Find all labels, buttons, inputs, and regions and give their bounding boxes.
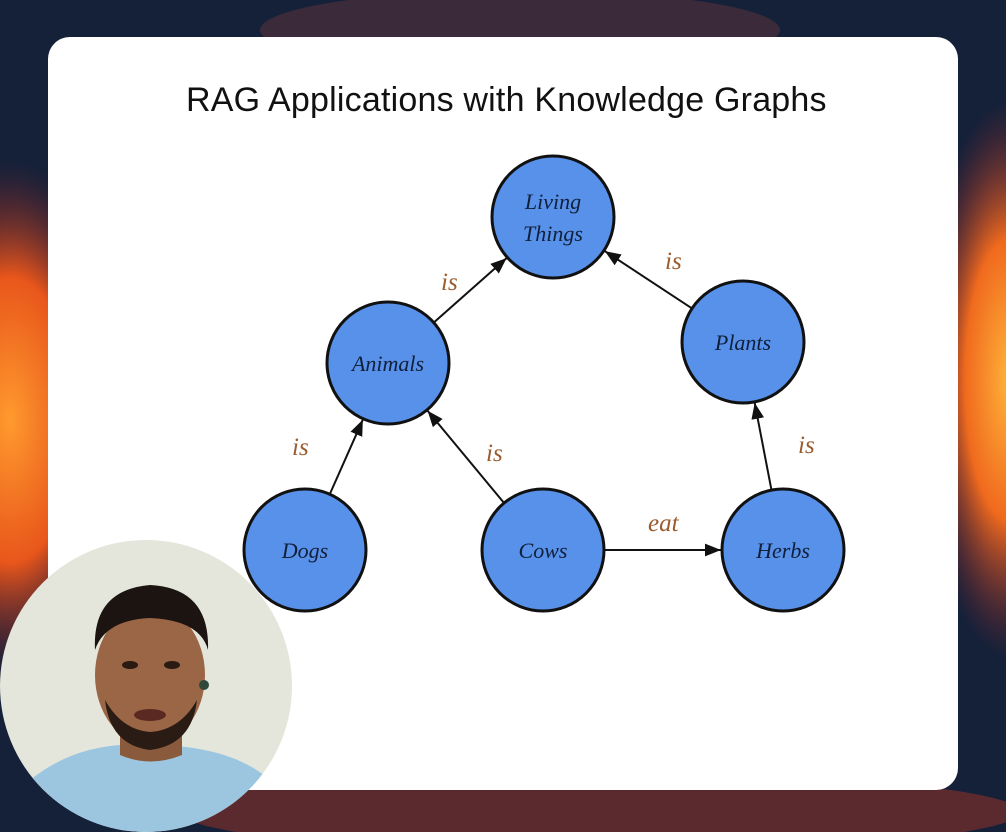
node-animals: Animals — [325, 300, 451, 426]
node-circle — [680, 279, 806, 405]
edge-label-herbs-to-plants: is — [798, 432, 815, 459]
node-label: Animals — [350, 351, 424, 376]
graph-edges: is is is is is eat — [292, 248, 815, 557]
node-label: Living — [524, 189, 581, 214]
edge-herbs-to-plants — [751, 402, 773, 491]
node-label: Plants — [714, 330, 771, 355]
edge-label-dogs-to-animals: is — [292, 434, 309, 461]
edge-animals-to-living_things — [433, 257, 508, 324]
node-herbs: Herbs — [720, 487, 846, 613]
slide-title: RAG Applications with Knowledge Graphs — [186, 81, 827, 119]
node-label: Things — [523, 221, 583, 246]
node-circle — [490, 154, 616, 280]
node-circle — [242, 487, 368, 613]
presentation-slide: RAG Applications with Knowledge Graphs i… — [48, 37, 958, 790]
edge-plants-to-living_things — [604, 250, 693, 310]
edge-cows-to-animals — [426, 410, 505, 504]
edge-label-cows-to-animals: is — [486, 440, 503, 467]
node-label: Cows — [519, 538, 568, 563]
node-dogs: Dogs — [242, 487, 368, 613]
node-label: Herbs — [755, 538, 810, 563]
node-plants: Plants — [680, 279, 806, 405]
edge-label-animals-to-living_things: is — [441, 269, 458, 296]
edge-label-plants-to-living_things: is — [665, 248, 682, 275]
presenter-webcam-avatar — [0, 540, 292, 832]
edge-label-cows-to-herbs: eat — [648, 510, 680, 537]
node-cows: Cows — [480, 487, 606, 613]
edge-dogs-to-animals — [328, 419, 364, 495]
node-circle — [480, 487, 606, 613]
node-circle — [720, 487, 846, 613]
node-circle — [325, 300, 451, 426]
node-label: Dogs — [281, 538, 328, 563]
